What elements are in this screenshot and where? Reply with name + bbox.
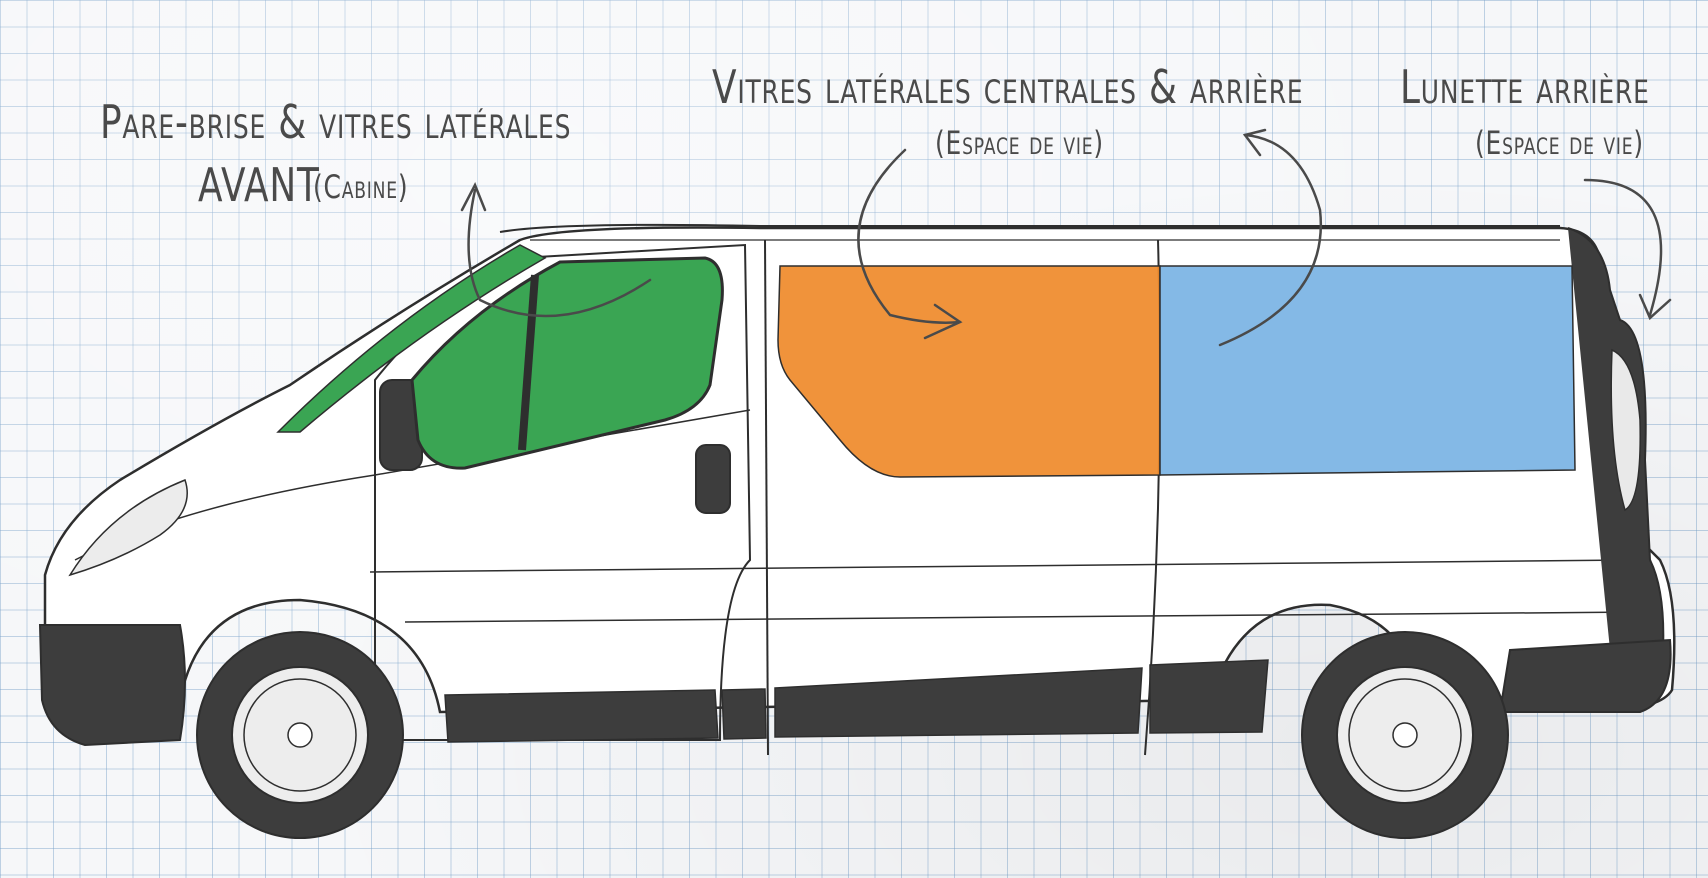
middle-arrow <box>857 148 962 324</box>
middle-rear-arrow <box>1218 133 1323 347</box>
front-label-avant: AVANT <box>198 158 320 212</box>
rear-arrow <box>1583 178 1663 317</box>
front-windshield-zone <box>276 244 547 433</box>
rear-label-line2: (Espace de vie) <box>1475 124 1644 162</box>
middle-side-window-zone <box>777 265 1161 478</box>
middle-label-line2: (Espace de vie) <box>935 124 1104 162</box>
middle-label-line1: Vitres latérales centrales & arrière <box>712 60 1304 114</box>
front-wheel <box>196 631 404 839</box>
front-arrow <box>467 188 652 318</box>
front-label-line1: Pare-brise & vitres latérales <box>100 95 572 149</box>
front-label-line2: AVANT (Cabine) <box>198 158 408 212</box>
front-side-window-zone <box>410 256 724 470</box>
rear-window-zone <box>1159 265 1576 476</box>
rear-label-line1: Lunette arrière <box>1400 60 1650 114</box>
rear-wheel <box>1301 631 1509 839</box>
glass-zones <box>276 244 1576 478</box>
front-label-cabine: (Cabine) <box>313 168 409 206</box>
annotation-arrows <box>460 128 1672 347</box>
